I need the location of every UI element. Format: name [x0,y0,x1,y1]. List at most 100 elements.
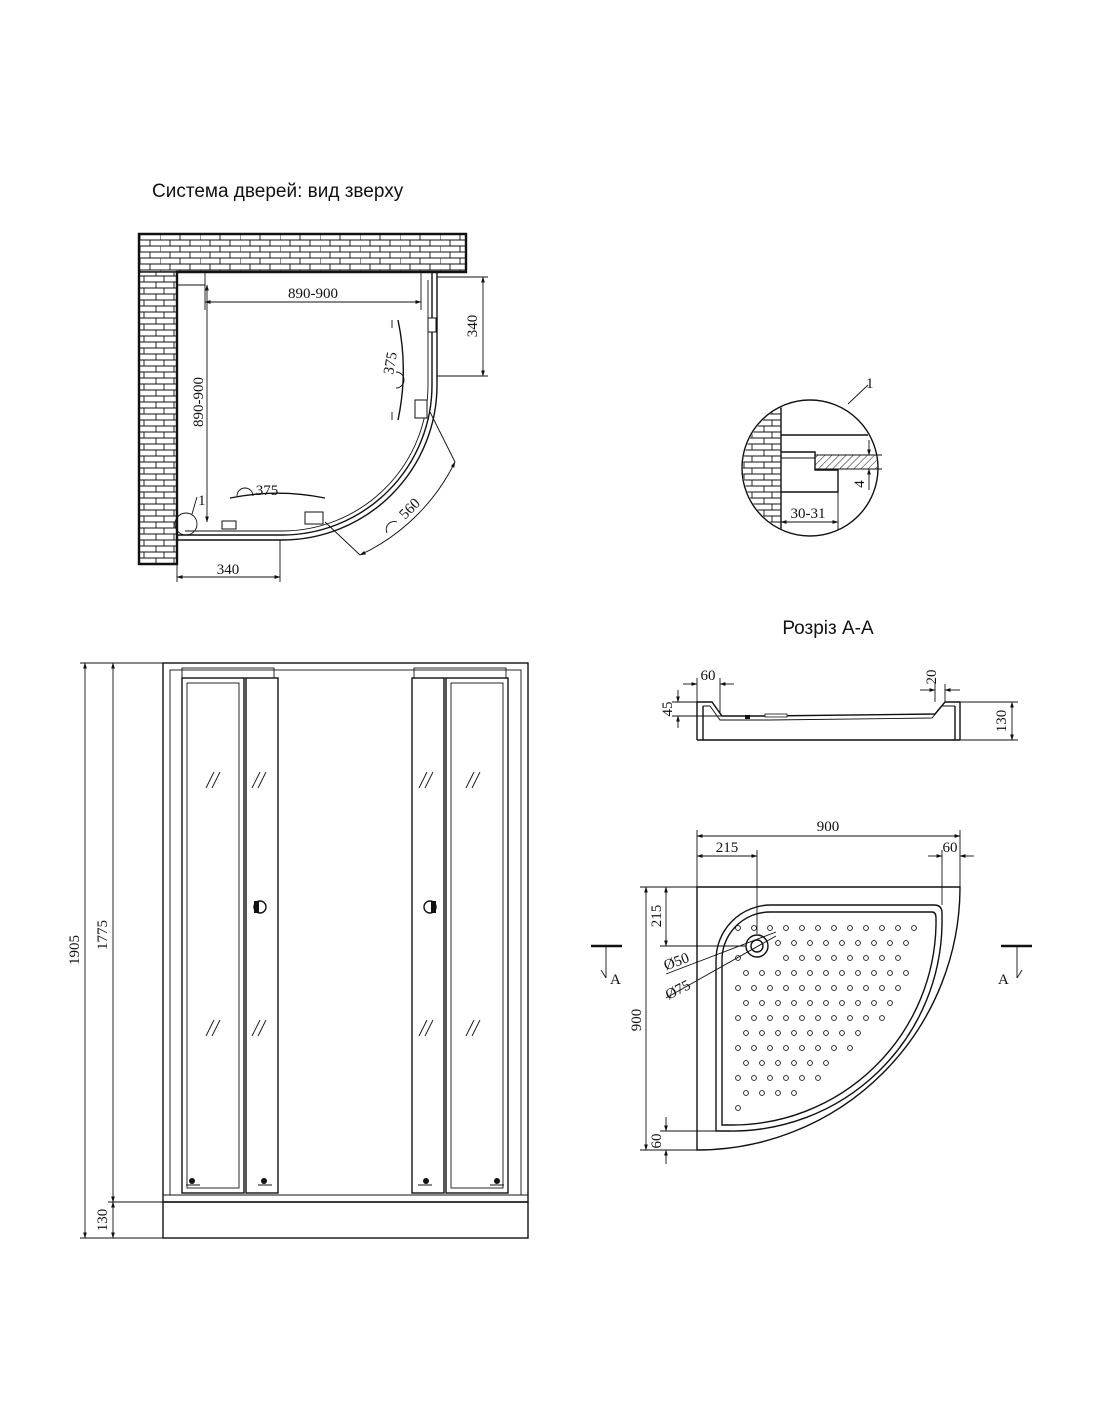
tray-dim-drain-outer: Ø75 [663,977,693,1003]
anti-slip-dot [871,970,877,976]
anti-slip-dot [735,1015,741,1021]
door-rollers [186,1178,504,1186]
anti-slip-dot [903,970,909,976]
detail-view: 1 4 30-31 [741,376,882,537]
anti-slip-dot [783,985,789,991]
anti-slip-dot [807,1060,813,1066]
section-dim-step: 20 [924,670,940,685]
anti-slip-dot [815,955,821,961]
tray-dim-depth: 900 [629,1009,645,1032]
anti-slip-dot [879,1015,885,1021]
anti-slip-dot [791,1090,797,1096]
anti-slip-dot [735,1075,741,1081]
tray-dim-rim-bottom: 60 [649,1134,665,1149]
detail-dim-height: 4 [852,480,868,488]
enclosure-outline [177,272,438,541]
anti-slip-dot [775,1060,781,1066]
anti-slip-dot [831,925,837,931]
anti-slip-dots [735,925,917,1111]
detail-callout: 1 [174,493,206,536]
dim-depth-label: 890-900 [191,377,207,427]
anti-slip-dot [823,940,829,946]
anti-slip-dot [815,1015,821,1021]
anti-slip-dot [871,1000,877,1006]
anti-slip-dot [751,1015,757,1021]
front-view: 1905 1775 130 [67,662,529,1239]
anti-slip-dot [775,1090,781,1096]
section-dim-depth: 45 [660,702,676,717]
anti-slip-dot [831,985,837,991]
anti-slip-dot [735,985,741,991]
front-dim-doors: 1775 [95,920,111,950]
anti-slip-dot [823,970,829,976]
anti-slip-dot [783,925,789,931]
anti-slip-dot [823,1000,829,1006]
dim-width-label: 890-900 [288,286,338,302]
dim-fixed-bottom-label: 340 [217,562,240,578]
top-view-title: Система дверей: вид зверху [152,181,404,202]
anti-slip-dot [879,985,885,991]
detail-callout-label: 1 [198,493,206,509]
anti-slip-dot [751,1045,757,1051]
dim-arc-right-label: 375 [381,351,401,376]
anti-slip-dot [863,925,869,931]
dim-fixed-bottom: 340 [176,540,281,582]
anti-slip-dot [815,925,821,931]
anti-slip-dot [751,1075,757,1081]
tray-dim-drain-x: 215 [716,840,739,856]
section-dim-height: 130 [994,710,1010,733]
anti-slip-dot [815,1045,821,1051]
anti-slip-dot [871,940,877,946]
anti-slip-dot [847,955,853,961]
anti-slip-dot [815,1075,821,1081]
tray-dim-rim-right: 60 [943,840,958,856]
anti-slip-dot [831,955,837,961]
anti-slip-dot [735,1045,741,1051]
anti-slip-dot [783,955,789,961]
anti-slip-dot [855,970,861,976]
anti-slip-dot [895,955,901,961]
anti-slip-dot [887,940,893,946]
anti-slip-dot [839,940,845,946]
section-title: Розріз А-А [782,618,874,639]
anti-slip-dot [759,1090,765,1096]
anti-slip-dot [759,1060,765,1066]
anti-slip-dot [815,985,821,991]
anti-slip-dot [799,1045,805,1051]
anti-slip-dot [775,940,781,946]
anti-slip-dot [791,940,797,946]
anti-slip-dot [791,1000,797,1006]
anti-slip-dot [895,985,901,991]
anti-slip-dot [751,985,757,991]
anti-slip-dot [783,1075,789,1081]
anti-slip-dot [791,1030,797,1036]
section-label-left: A [610,972,621,988]
anti-slip-dot [799,985,805,991]
anti-slip-dot [855,940,861,946]
anti-slip-dot [847,925,853,931]
anti-slip-dot [783,1045,789,1051]
anti-slip-dot [887,1000,893,1006]
anti-slip-dot [879,955,885,961]
anti-slip-dot [799,955,805,961]
anti-slip-dot [735,1105,741,1111]
section-view: Розріз А-А 60 20 45 130 [660,618,1018,741]
anti-slip-dot [831,1015,837,1021]
anti-slip-dot [903,940,909,946]
anti-slip-dot [863,985,869,991]
anti-slip-dot [895,925,901,931]
anti-slip-dot [767,1045,773,1051]
anti-slip-dot [759,970,765,976]
anti-slip-dot [887,970,893,976]
section-dim-rim: 60 [701,668,716,684]
anti-slip-dot [799,1075,805,1081]
section-marker-right: A [998,944,1032,988]
dim-arc-bottom: 375 [236,483,278,499]
anti-slip-dot [847,1015,853,1021]
anti-slip-dot [823,1030,829,1036]
anti-slip-dot [767,1015,773,1021]
brick-wall [137,232,468,566]
anti-slip-dot [839,1000,845,1006]
anti-slip-dot [743,970,749,976]
